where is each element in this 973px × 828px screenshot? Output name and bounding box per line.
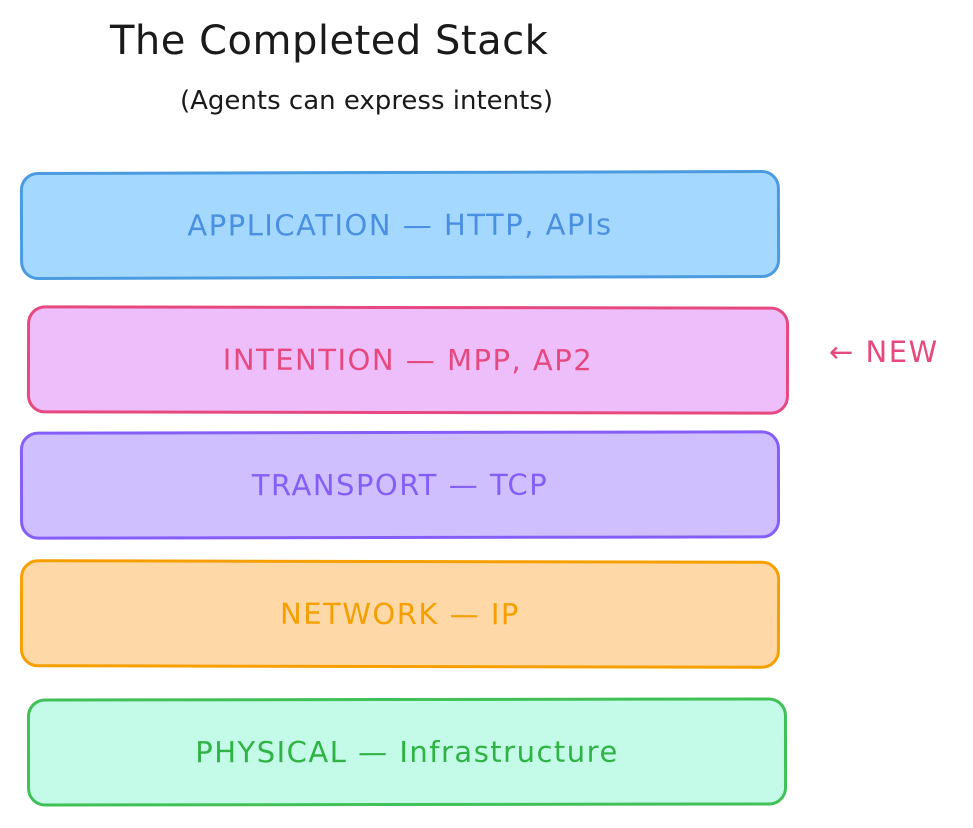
page-title: The Completed Stack (110, 18, 549, 64)
layer-intention: INTENTION — MPP, AP2 (26, 305, 790, 415)
layer-application-label: APPLICATION — HTTP, APIs (187, 207, 613, 243)
layer-transport: TRANSPORT — TCP (19, 430, 781, 540)
layer-physical: PHYSICAL — Infrastructure (26, 697, 788, 807)
page-subtitle: (Agents can express intents) (180, 86, 554, 116)
layer-physical-label: PHYSICAL — Infrastructure (195, 734, 619, 770)
layer-network: NETWORK — IP (19, 559, 781, 669)
layer-transport-label: TRANSPORT — TCP (251, 467, 549, 503)
new-marker: ← NEW (829, 335, 939, 369)
layer-network-label: NETWORK — IP (280, 596, 520, 632)
layer-intention-label: INTENTION — MPP, AP2 (222, 342, 594, 378)
layer-application: APPLICATION — HTTP, APIs (19, 170, 781, 280)
